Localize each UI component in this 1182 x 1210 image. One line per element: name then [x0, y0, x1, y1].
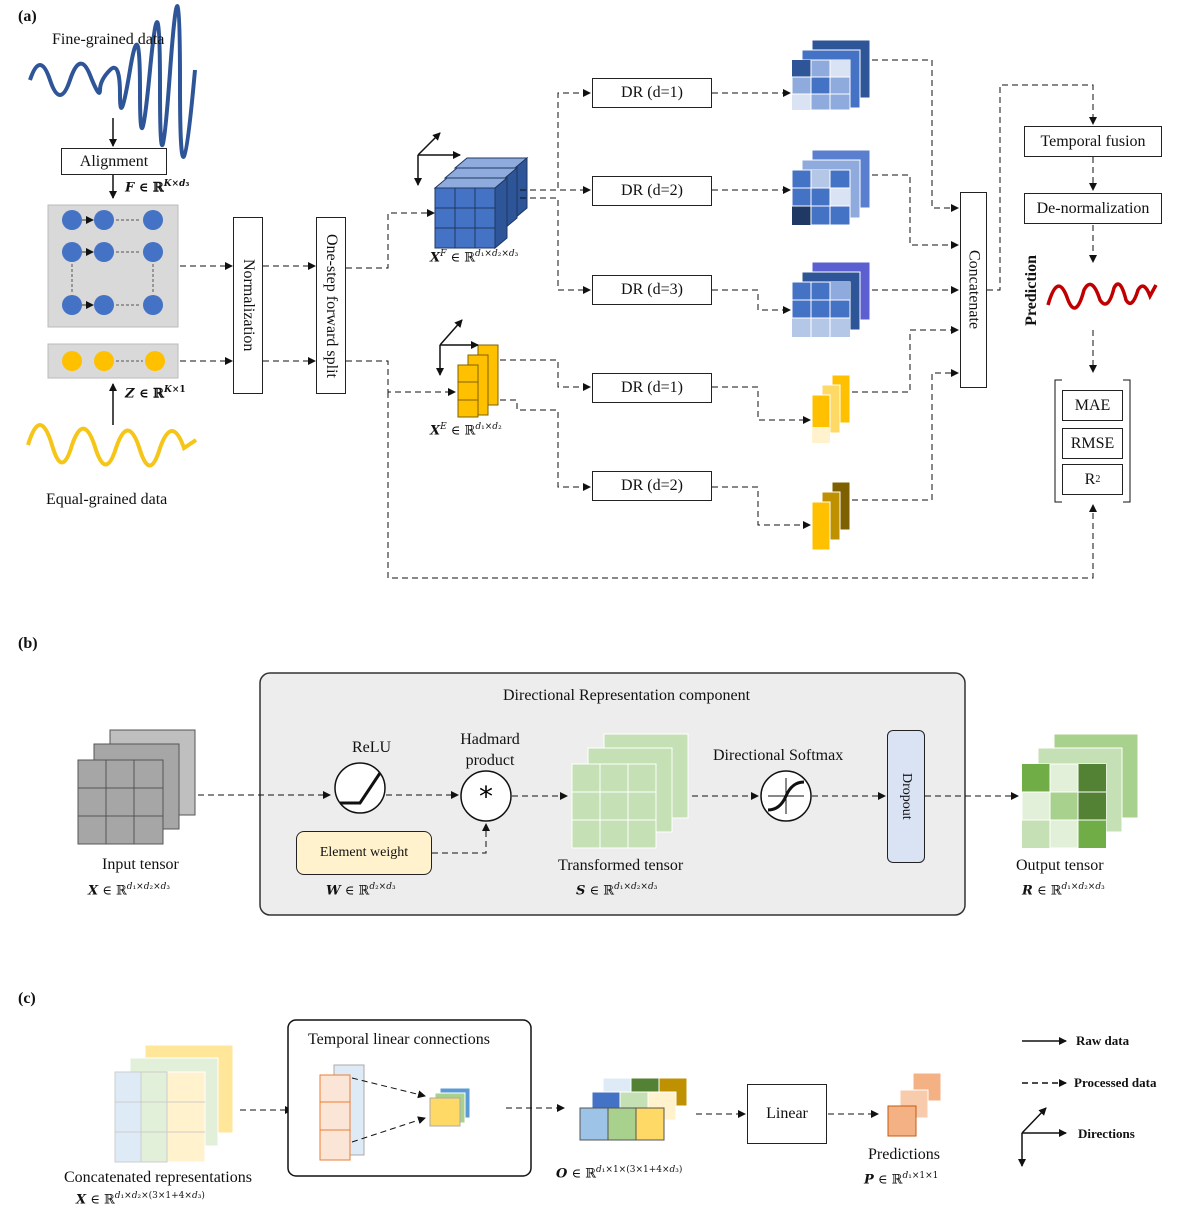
legend-processed: Processed data	[1074, 1075, 1157, 1090]
panel-label-c: (c)	[18, 990, 36, 1007]
cx-formula: X ∈ ℝd₁×d₂×(3×1+4×d₃)	[76, 1191, 205, 1208]
fine-grained-label: Fine-grained data	[52, 31, 165, 48]
transformed-tensor-label: Transformed tensor	[558, 857, 684, 874]
prediction-wave	[1046, 282, 1158, 310]
dr-box-5: DR (d=2)	[592, 471, 712, 501]
input-tensor-cube	[77, 729, 196, 845]
z-formula: Z ∈ ℝK×1	[125, 385, 186, 402]
xe-cube	[457, 344, 499, 418]
dr-box-1: DR (d=1)	[592, 78, 712, 108]
xf-formula: XF ∈ ℝd₁×d₂×d₃	[430, 249, 519, 266]
r-formula: R ∈ ℝd₁×d₂×d₃	[1022, 882, 1105, 899]
dr-output-cube-3	[791, 261, 871, 338]
p-formula: P ∈ ℝd₁×1×1	[864, 1171, 939, 1188]
relu-icon	[334, 762, 386, 814]
dropout-box: Dropout	[887, 730, 925, 863]
normalization-box: Normalization	[233, 217, 263, 394]
transformed-tensor-cube	[571, 733, 689, 849]
softmax-label: Directional Softmax	[713, 747, 844, 764]
xf-cube	[433, 156, 529, 250]
temporal-linear-column	[319, 1064, 365, 1161]
temporal-linear-output	[429, 1087, 471, 1127]
equal-grained-wave	[26, 423, 198, 468]
s-formula: S ∈ ℝd₁×d₂×d₃	[576, 882, 658, 899]
metric-mae: MAE	[1062, 390, 1123, 421]
concatenated-cube	[114, 1044, 234, 1163]
dr-output-cube-4	[811, 374, 851, 444]
dr-component-title: Directional Representation component	[503, 687, 751, 704]
fine-grained-wave	[28, 4, 197, 159]
equal-grid-nodes	[62, 351, 165, 371]
alignment-box: Alignment	[61, 148, 167, 175]
f-formula: F ∈ ℝK×d₃	[125, 179, 190, 196]
input-tensor-label: Input tensor	[102, 856, 179, 873]
concatenated-label: Concatenated representations	[64, 1169, 252, 1186]
w-formula: W ∈ ℝd₂×d₃	[326, 882, 396, 899]
output-tensor-cube	[1021, 733, 1139, 849]
equal-grained-label: Equal-grained data	[46, 491, 168, 508]
temporal-fusion-box: Temporal fusion	[1024, 126, 1162, 157]
hadamard-icon	[460, 770, 512, 822]
predictions-cubes	[887, 1072, 942, 1137]
o-tensor-cube	[579, 1077, 688, 1141]
output-tensor-label: Output tensor	[1016, 857, 1104, 874]
temporal-linear-label: Temporal linear connections	[308, 1031, 490, 1048]
xe-formula: XE ∈ ℝd₁×d₂	[430, 422, 502, 439]
fine-grid-nodes	[62, 210, 163, 315]
metric-rmse: RMSE	[1062, 428, 1123, 459]
o-formula: O ∈ ℝd₁×1×(3×1+4×d₃)	[556, 1165, 683, 1182]
legend-directions: Directions	[1078, 1126, 1135, 1141]
split-box: One-step forward split	[316, 217, 346, 394]
denormalization-box: De-normalization	[1024, 193, 1162, 224]
dr-output-cube-2	[791, 149, 871, 226]
legend-raw: Raw data	[1076, 1033, 1130, 1048]
element-weight-box: Element weight	[296, 831, 432, 875]
dr-box-4: DR (d=1)	[592, 373, 712, 403]
concatenate-box: Concatenate	[960, 192, 987, 388]
dr-output-cube-1	[791, 39, 871, 111]
dr-box-3: DR (d=3)	[592, 275, 712, 305]
panel-label-b: (b)	[18, 635, 38, 652]
relu-label: ReLU	[352, 739, 392, 756]
svg-text:*: *	[479, 780, 493, 813]
dr-box-2: DR (d=2)	[592, 176, 712, 206]
hadamard-label: Hadmard product	[460, 731, 520, 769]
prediction-label: Prediction	[1023, 255, 1040, 326]
dr-output-cube-5	[811, 481, 851, 551]
predictions-label: Predictions	[868, 1146, 940, 1163]
panel-label-a: (a)	[18, 8, 37, 25]
linear-box: Linear	[747, 1084, 827, 1144]
x-formula: X ∈ ℝd₁×d₂×d₃	[88, 882, 171, 899]
